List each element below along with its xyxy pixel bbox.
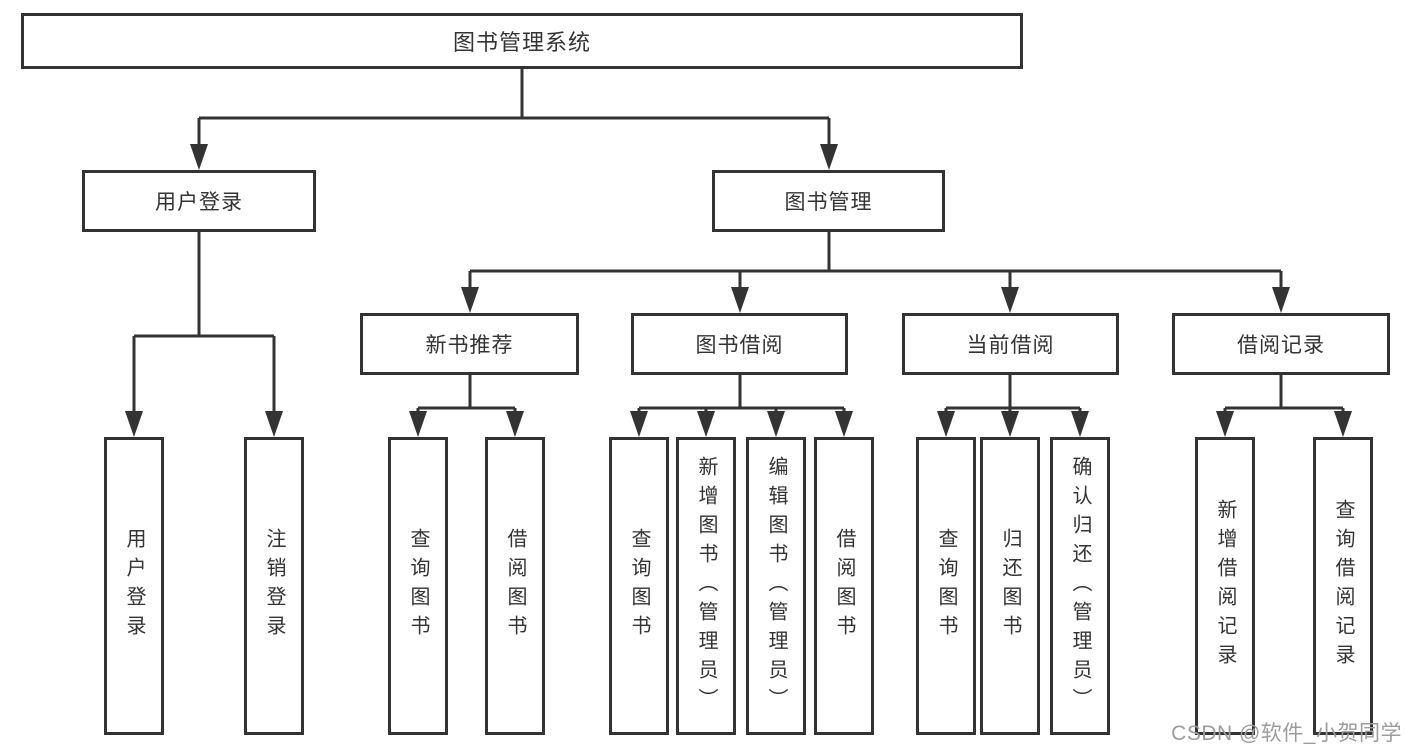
leaf-label: 查询图书	[628, 528, 650, 644]
node-label: 借阅记录	[1237, 334, 1325, 357]
node-book-management: 图书管理	[712, 170, 945, 232]
connector-book-borrow-to-leaves	[630, 375, 853, 437]
leaf-edit-book-admin: 编辑图书（管理员）	[746, 437, 806, 735]
leaf-label: 编辑图书（管理员）	[765, 455, 787, 717]
connector-borrow-records-to-leaves	[1216, 375, 1352, 437]
leaf-query-books-current: 查询图书	[916, 437, 976, 735]
leaf-label: 查询图书	[935, 528, 957, 644]
connector-book-management-to-level3	[461, 232, 1290, 313]
connector-current-borrow-to-leaves	[937, 375, 1089, 437]
node-book-borrow: 图书借阅	[631, 313, 848, 375]
leaf-add-book-admin: 新增图书（管理员）	[676, 437, 736, 735]
connector-root-to-level2	[190, 69, 838, 170]
leaf-label: 查询借阅记录	[1332, 499, 1354, 673]
leaf-borrow-books-borrow: 借阅图书	[814, 437, 874, 735]
leaf-label: 注销登录	[263, 528, 285, 644]
node-label: 图书管理	[784, 191, 873, 214]
leaf-label: 用户登录	[123, 528, 145, 644]
leaf-query-borrow-record: 查询借阅记录	[1313, 437, 1373, 735]
leaf-add-borrow-record: 新增借阅记录	[1195, 437, 1255, 735]
leaf-confirm-return-admin: 确认归还（管理员）	[1050, 437, 1110, 735]
leaf-user-login: 用户登录	[104, 437, 164, 735]
node-new-book-recommend: 新书推荐	[360, 313, 579, 375]
leaf-return-books: 归还图书	[980, 437, 1040, 735]
leaf-query-books-newbook: 查询图书	[388, 437, 448, 735]
leaf-query-books-borrow: 查询图书	[609, 437, 669, 735]
node-label: 新书推荐	[425, 334, 514, 357]
node-label: 图书借阅	[695, 334, 784, 357]
node-borrow-records: 借阅记录	[1172, 313, 1390, 375]
node-label: 用户登录	[155, 191, 243, 214]
node-current-borrow: 当前借阅	[902, 313, 1119, 375]
leaf-logout: 注销登录	[244, 437, 304, 735]
connector-new-book-to-leaves	[409, 375, 524, 437]
leaf-label: 借阅图书	[504, 528, 526, 644]
node-label: 图书管理系统	[452, 30, 591, 55]
node-user-login: 用户登录	[82, 170, 316, 232]
node-label: 当前借阅	[966, 334, 1055, 357]
node-library-management-system: 图书管理系统	[21, 13, 1023, 69]
leaf-label: 新增图书（管理员）	[695, 455, 717, 717]
leaf-label: 借阅图书	[833, 528, 855, 644]
leaf-label: 确认归还（管理员）	[1069, 455, 1091, 717]
connector-user-login-to-leaves	[125, 232, 283, 437]
watermark: CSDN @软件_小贺同学	[1171, 722, 1402, 745]
leaf-label: 新增借阅记录	[1214, 499, 1236, 673]
leaf-label: 查询图书	[407, 528, 429, 644]
leaf-borrow-books-newbook: 借阅图书	[485, 437, 545, 735]
leaf-label: 归还图书	[999, 528, 1021, 644]
